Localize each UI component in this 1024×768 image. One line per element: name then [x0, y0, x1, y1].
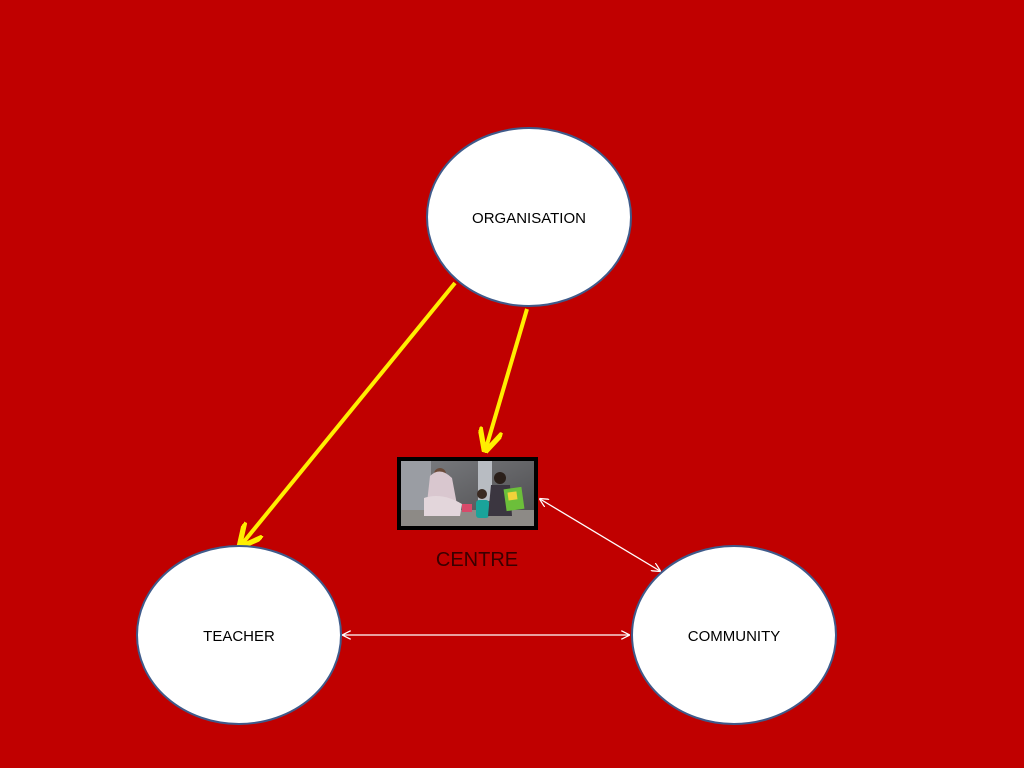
node-teacher-circle	[136, 545, 342, 725]
node-community-label: COMMUNITY	[688, 628, 781, 645]
node-teacher[interactable]: TEACHER	[136, 545, 342, 725]
node-organisation[interactable]: ORGANISATION	[426, 127, 632, 307]
edge-centre-community	[540, 499, 660, 571]
node-organisation-circle	[426, 127, 632, 307]
node-community-circle	[631, 545, 837, 725]
edge-organisation-teacher	[242, 281, 457, 544]
node-centre[interactable]: CENTRE	[397, 457, 538, 571]
node-centre-label: CENTRE	[436, 549, 518, 571]
photo-icon	[397, 457, 538, 530]
node-organisation-label: ORGANISATION	[472, 210, 586, 227]
node-teacher-label: TEACHER	[203, 628, 275, 645]
edge-organisation-centre	[486, 308, 529, 448]
node-community[interactable]: COMMUNITY	[631, 545, 837, 725]
